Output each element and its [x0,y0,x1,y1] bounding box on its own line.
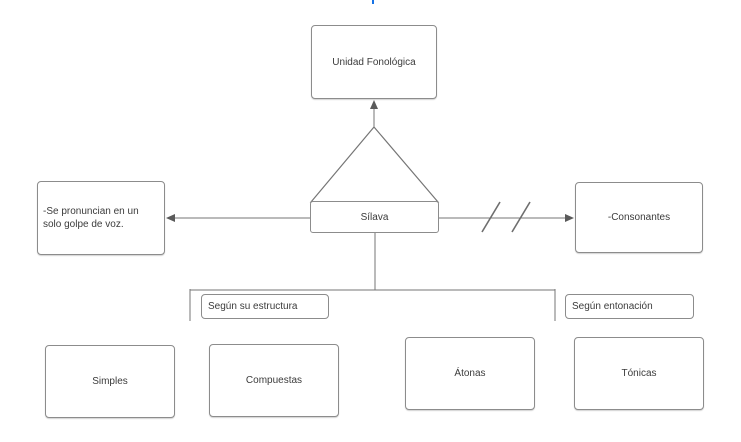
node-silava-label: Sílava [360,211,389,223]
break-slash-1 [481,201,501,233]
label-segun-estructura-text: Según su estructura [208,301,298,312]
label-segun-entonacion[interactable]: Según entonación [565,294,694,319]
node-tonicas-label: Tónicas [621,368,657,379]
node-atonas-label: Átonas [454,368,486,379]
node-unidad-fonologica[interactable]: Unidad Fonológica [311,25,437,99]
node-consonantes[interactable]: -Consonantes [575,182,703,253]
node-se-pronuncian-label: -Se pronuncian en un solo golpe de voz. [43,206,139,230]
arrowhead-left-icon [166,214,175,222]
cursor-artifact [372,0,374,4]
node-simples-label: Simples [92,376,128,387]
arrowhead-right-icon [565,214,574,222]
node-compuestas-label: Compuestas [245,375,303,386]
triangle-shape [309,126,440,203]
node-simples[interactable]: Simples [45,345,175,418]
node-consonantes-label: -Consonantes [607,212,671,223]
node-atonas[interactable]: Átonas [405,337,535,410]
node-compuestas[interactable]: Compuestas [209,344,339,417]
node-silava[interactable]: Sílava [310,201,439,233]
node-se-pronuncian[interactable]: -Se pronuncian en un solo golpe de voz. [37,181,165,255]
break-slash-2 [511,201,531,233]
node-tonicas[interactable]: Tónicas [574,337,704,410]
arrowhead-up-icon [370,100,378,109]
label-segun-entonacion-text: Según entonación [572,301,653,312]
label-segun-estructura[interactable]: Según su estructura [201,294,329,319]
node-unidad-fonologica-label: Unidad Fonológica [332,56,416,68]
